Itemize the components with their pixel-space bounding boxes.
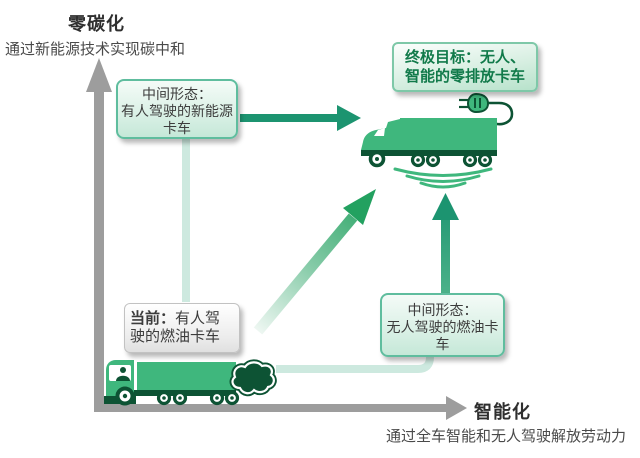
cab-window [374,128,385,136]
node-text: 有人驾驶的燃油卡车 [130,310,221,345]
truck-wheels [115,386,240,406]
y-axis-shaft [94,90,104,412]
electric-truck-icon [361,92,514,189]
arrow-right-to-goal [240,105,361,131]
truck-trailer [400,118,497,150]
arrow-shaft [253,213,358,335]
x-axis-title: 智能化 [474,402,531,422]
x-axis-arrow [446,396,467,420]
x-axis-subtitle: 通过全车智能和无人驾驶解放劳动力 [386,428,627,445]
arrow-shaft [441,218,450,293]
arrow-up-to-goal [432,193,459,293]
connector-vertical [182,138,190,302]
wave-middle [405,174,481,183]
fuel-truck-icon [104,359,277,406]
truck-chassis [361,150,497,156]
arrow-shaft [240,114,339,122]
truck-cab [361,119,400,154]
y-axis-title: 零碳化 [68,14,125,34]
exhaust-cloud-icon [229,359,277,397]
plug-body [466,92,490,114]
arrow-head [337,105,361,131]
wave-outer [393,167,493,177]
node-mid-new-energy: 中间形态：有人驾驶的新能源卡车 [116,79,238,139]
connector-elbow [276,353,434,373]
driver-body [116,375,130,381]
driver-head [120,367,126,373]
arrow-head [343,189,376,225]
truck-wheels [368,150,493,168]
node-label: 终极目标： [404,49,480,66]
node-label: 中间形态： [407,302,478,318]
node-current: 当前：有人驾驶的燃油卡车 [124,303,240,353]
transition-arrows [240,105,459,335]
wave-inner [419,181,467,189]
axes [86,58,467,420]
node-text: 无人驾驶的燃油卡车 [386,319,499,352]
hover-waves-icon [393,167,493,189]
node-label: 当前： [130,310,176,327]
x-axis-shaft [97,404,447,412]
truck-trailer [137,362,236,390]
node-mid-driverless: 中间形态：无人驾驶的燃油卡车 [380,293,505,357]
arrow-head [432,193,459,220]
node-text: 有人驾驶的新能源卡车 [121,103,233,136]
node-text: 无人、智能的零排放卡车 [404,49,526,85]
y-axis-arrow [86,58,112,92]
cloud-body [231,361,275,395]
connector-lines [182,138,434,373]
y-axis-subtitle: 通过新能源技术实现碳中和 [5,41,186,58]
node-label: 中间形态： [142,86,212,102]
arrow-diagonal-to-goal [253,189,376,335]
node-ultimate-goal: 终极目标：无人、智能的零排放卡车 [392,42,538,92]
